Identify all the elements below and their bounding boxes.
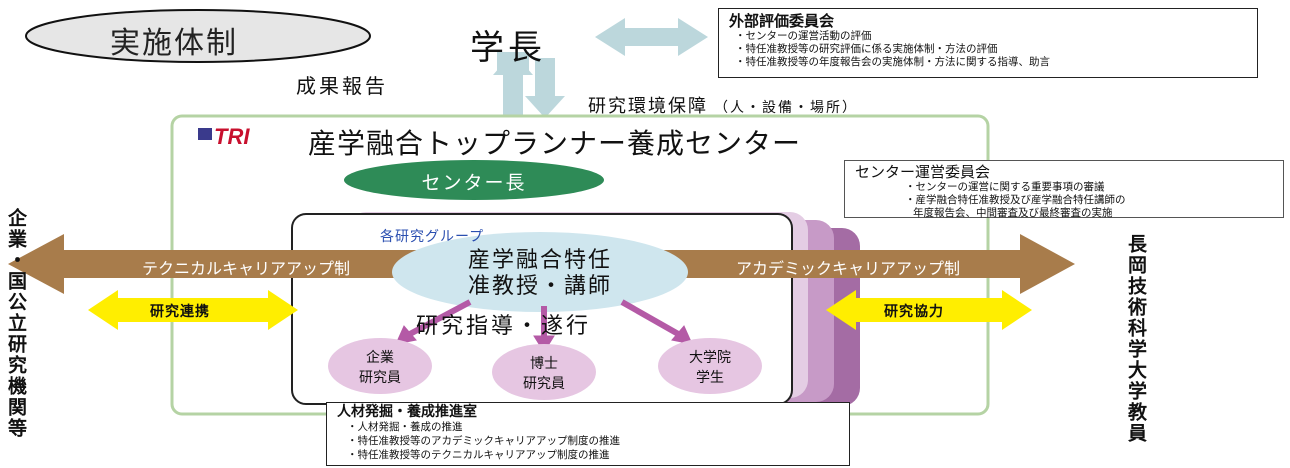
- results-report-arrow-shaft: [503, 74, 523, 118]
- guidance-label: 研究指導・遂行: [416, 314, 592, 339]
- env-support-arrow-head: [525, 96, 565, 118]
- env-support-arrow-shaft: [535, 58, 555, 98]
- research-groups-label: 各研究グループ: [380, 229, 485, 245]
- member-postdoc-line2: 研究員: [523, 376, 565, 392]
- director-label: センター長: [421, 172, 527, 194]
- collab-left-arrow: [88, 290, 298, 330]
- external-committee-box: 外部評価委員会 ・センターの運営活動の評価 ・特任准教授等の研究評価に係る実施体…: [718, 8, 1258, 78]
- member-ellipse-company: [328, 338, 432, 394]
- system-label-ellipse: [25, 9, 371, 63]
- technical-career-label: テクニカルキャリアアップ制: [142, 259, 351, 278]
- member-student-line2: 学生: [696, 370, 724, 386]
- left-entity-label: 企業・国公立研究機関等: [5, 208, 27, 439]
- steering-committee-box: センター運営委員会 ・センターの運営に関する重要事項の審議 ・産学融合特任准教授…: [844, 160, 1284, 219]
- president-committee-arrow: [595, 18, 708, 56]
- academic-career-label: アカデミックキャリアアップ制: [736, 259, 961, 278]
- env-support-text: 研究環境保障: [588, 96, 708, 117]
- right-entity-label: 長岡技術科学大学教員: [1125, 234, 1147, 444]
- external-committee-item: ・特任准教授等の研究評価に係る実施体制・方法の評価: [735, 43, 998, 55]
- faculty-line2: 准教授・講師: [467, 274, 612, 299]
- talent-office-title: 人材発掘・養成推進室: [337, 404, 477, 420]
- results-report-label: 成果報告: [296, 74, 388, 98]
- member-ellipse-student: [658, 338, 762, 394]
- steering-committee-item: ・センターの運営に関する重要事項の審議: [905, 181, 1105, 193]
- system-label: 実施体制: [110, 26, 238, 61]
- external-committee-item: ・センターの運営活動の評価: [735, 30, 872, 42]
- member-company: 企業 研究員: [330, 348, 430, 388]
- faculty-label: 産学融合特任 准教授・講師: [430, 248, 650, 300]
- member-postdoc-line1: 博士: [530, 356, 558, 372]
- member-student-line1: 大学院: [689, 350, 731, 366]
- talent-office-item: ・特任准教授等のテクニカルキャリアアップ制度の推進: [347, 449, 610, 461]
- member-company-line2: 研究員: [359, 370, 401, 386]
- faculty-ellipse: [392, 232, 688, 312]
- talent-office-item: ・特任准教授等のアカデミックキャリアアップ制度の推進: [347, 435, 620, 447]
- tri-logo-text: TRI: [214, 124, 250, 149]
- member-company-line1: 企業: [366, 350, 394, 366]
- external-committee-item: ・特任准教授等の年度報告会の実施体制・方法に関する指導、助言: [735, 56, 1050, 68]
- guidance-arrows: [395, 299, 693, 353]
- director-ellipse: [344, 160, 604, 200]
- external-committee-title: 外部評価委員会: [729, 12, 835, 30]
- tri-logo: [198, 128, 212, 140]
- faculty-line1: 産学融合特任: [467, 248, 612, 273]
- member-postdoc: 博士 研究員: [494, 354, 594, 394]
- talent-office-item: ・人材発掘・養成の推進: [347, 421, 463, 433]
- talent-office-box: 人材発掘・養成推進室 ・人材発掘・養成の推進 ・特任准教授等のアカデミックキャリ…: [326, 402, 850, 466]
- member-ellipse-postdoc: [492, 344, 596, 400]
- steering-committee-title: センター運営委員会: [855, 163, 991, 181]
- collab-right-label: 研究協力: [884, 304, 944, 320]
- steering-committee-item: 年度報告会、中間審査及び最終審査の実施: [913, 207, 1113, 219]
- center-name: 産学融合トップランナー養成センター: [308, 127, 802, 160]
- env-support-label: 研究環境保障 （人・設備・場所）: [588, 92, 858, 118]
- steering-committee-item: ・産学融合特任准教授及び産学融合特任講師の: [905, 194, 1126, 206]
- member-student: 大学院 学生: [660, 348, 760, 388]
- env-support-detail: （人・設備・場所）: [714, 100, 858, 116]
- president-label: 学長: [470, 28, 546, 68]
- results-report-arrow-head: [493, 52, 533, 75]
- collab-left-label: 研究連携: [150, 304, 210, 320]
- collab-right-arrow: [826, 290, 1032, 330]
